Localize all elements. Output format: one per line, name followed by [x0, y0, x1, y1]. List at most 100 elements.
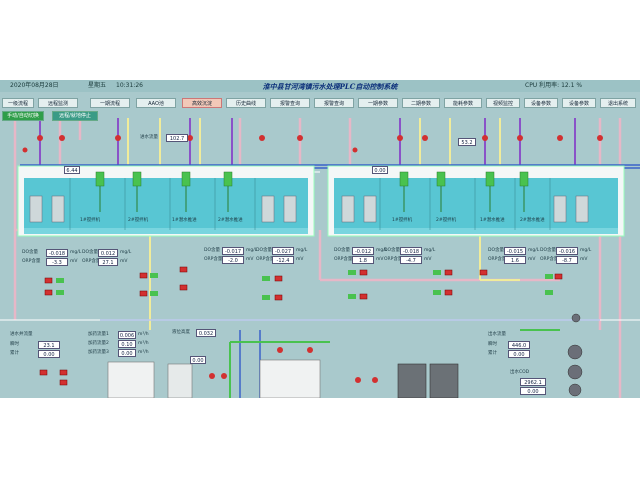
page-title: 淮中县甘河湾镇污水处理PLC自动控制系统: [262, 82, 398, 91]
right-r7-unit: mV: [580, 257, 588, 262]
left-tank-label-2: 1#潜水推进: [172, 218, 197, 223]
nav-bar: 一级流程 远程监测 一期流程 AAO池 高效沉淀 历史曲线 报警查询 报警查询 …: [0, 98, 640, 109]
chem-label-1: 加药流量2: [88, 341, 109, 346]
chem-value-1: 0.10: [118, 340, 136, 348]
left-r3-label: ORP含量: [82, 259, 101, 264]
right-r0-label: DO含量: [334, 248, 351, 253]
outflow-total-label: 累计: [488, 351, 497, 356]
left-r5-label: ORP含量: [204, 257, 223, 262]
right-r6-value: -0.016: [556, 247, 578, 255]
left-do-value: 6.44: [64, 166, 80, 174]
time-text: 10:31:26: [116, 82, 143, 89]
left-r1-value: -3.3: [46, 258, 68, 266]
nav-item-0[interactable]: 一级流程: [2, 98, 34, 108]
outflow-panel-title: 出水流量: [488, 332, 506, 337]
left-r5-value: -2.0: [222, 256, 244, 264]
left-r5-unit: mV: [246, 257, 254, 262]
nav-item-12[interactable]: 设备参数: [524, 98, 558, 108]
tank-level-value: 0.032: [196, 329, 216, 337]
left-r6-label: DO含量: [256, 248, 273, 253]
status-bar: 2020年08月28日 星期五 10:31:26: [0, 80, 640, 92]
left-r4-unit: mg/L: [246, 248, 258, 253]
chem-value-2: 0.00: [118, 349, 136, 357]
nav-item-7[interactable]: 报警查询: [314, 98, 354, 108]
inflow-rate-value: 23.1: [38, 341, 60, 349]
nav-item-8[interactable]: 一期参数: [358, 98, 398, 108]
right-do-value: 0.00: [372, 166, 388, 174]
right-r1-unit: mV: [376, 257, 384, 262]
cod-sub-value: 0.00: [520, 387, 546, 395]
cpu-usage: CPU 利用率: 12.1 %: [525, 80, 582, 92]
left-r4-label: DO含量: [204, 248, 221, 253]
right-tank-label-3: 2#潜水推进: [520, 218, 545, 223]
chem-label-0: 加药流量1: [88, 332, 109, 337]
inflow-total-value: 0.00: [38, 350, 60, 358]
left-r4-value: -0.017: [222, 247, 244, 255]
left-flow-label: 进水流量: [140, 135, 158, 140]
outflow-total-value: 0.00: [508, 350, 530, 358]
cod-value: 2962.1: [520, 378, 546, 386]
left-r2-value: 0.012: [98, 249, 118, 257]
right-r0-unit: mg/L: [376, 248, 388, 253]
date-text: 2020年08月28日: [10, 82, 59, 89]
left-r1-label: ORP含量: [22, 259, 41, 264]
left-r6-unit: mg/L: [296, 248, 308, 253]
nav-item-9[interactable]: 二期参数: [402, 98, 440, 108]
right-r6-unit: mg/L: [580, 248, 592, 253]
chem-label-2: 加药流量3: [88, 350, 109, 355]
left-r0-unit: mg/L: [70, 250, 82, 255]
left-r3-unit: mV: [120, 259, 128, 264]
outflow-rate-label: 瞬时: [488, 342, 497, 347]
left-flow-value: 102.7: [166, 134, 188, 142]
process-diagram: [0, 118, 640, 398]
left-tank-label-1: 2#搅拌机: [128, 218, 149, 223]
right-tank-label-0: 1#搅拌机: [392, 218, 413, 223]
right-r6-label: DO含量: [540, 248, 557, 253]
chem-value-0: 0.006: [118, 331, 136, 339]
nav-item-3[interactable]: AAO池: [136, 98, 176, 108]
cpu-value: 12.1 %: [561, 82, 583, 89]
nav-item-13[interactable]: 设备参数: [562, 98, 596, 108]
right-r5-unit: mV: [528, 257, 536, 262]
inflow-panel-title: 进水井流量: [10, 332, 33, 337]
right-r2-unit: mg/L: [424, 248, 436, 253]
left-r0-value: -0.018: [46, 249, 68, 257]
right-r2-label: DO含量: [384, 248, 401, 253]
left-r7-value: -12.4: [272, 256, 294, 264]
left-r2-unit: mg/L: [120, 250, 132, 255]
remote-mode-button[interactable]: 远程/就地停止: [52, 111, 98, 121]
chem-unit-2: m³/h: [138, 350, 149, 355]
nav-item-5[interactable]: 历史曲线: [226, 98, 266, 108]
right-tank-label-1: 2#搅拌机: [436, 218, 457, 223]
left-r2-label: DO含量: [82, 250, 99, 255]
left-r3-value: 27.1: [98, 258, 118, 266]
right-r4-unit: mg/L: [528, 248, 540, 253]
chem-unit-0: m³/h: [138, 332, 149, 337]
cod-panel-title: 出水COD: [510, 370, 530, 375]
right-r0-value: -0.012: [352, 247, 374, 255]
right-r5-label: ORP含量: [488, 257, 507, 262]
left-tank-label-0: 1#搅拌机: [80, 218, 101, 223]
nav-item-10[interactable]: 能耗参数: [444, 98, 482, 108]
inflow-rate-label: 瞬时: [10, 342, 19, 347]
nav-item-1[interactable]: 远程监测: [38, 98, 78, 108]
left-r7-label: ORP含量: [256, 257, 275, 262]
right-r4-value: -0.015: [504, 247, 526, 255]
right-r2-value: -0.018: [400, 247, 422, 255]
cpu-label: CPU 利用率:: [525, 82, 560, 89]
nav-item-11[interactable]: 视频监控: [486, 98, 520, 108]
left-r0-label: DO含量: [22, 250, 39, 255]
auto-mode-button[interactable]: 手动/自动切换: [2, 111, 44, 121]
outflow-rate-value: 446.0: [508, 341, 530, 349]
small-reading: 0.00: [190, 356, 206, 364]
nav-item-14[interactable]: 退出系统: [600, 98, 636, 108]
tank-level-label: 液位高度: [172, 330, 190, 335]
nav-item-4[interactable]: 高效沉淀: [182, 98, 222, 108]
right-r1-label: ORP含量: [334, 257, 353, 262]
right-r4-label: DO含量: [488, 248, 505, 253]
weekday-text: 星期五: [88, 82, 107, 89]
nav-item-2[interactable]: 一期流程: [90, 98, 130, 108]
nav-item-6[interactable]: 报警查询: [270, 98, 310, 108]
right-r3-unit: mV: [424, 257, 432, 262]
right-r7-value: -8.7: [556, 256, 578, 264]
